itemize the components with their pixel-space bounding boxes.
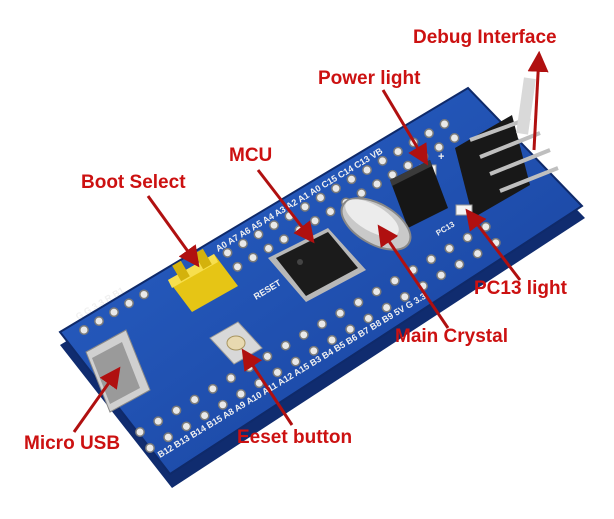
header-hole [362,165,372,175]
header-hole [371,286,382,297]
silk-plus: + [438,151,444,163]
header-hole [381,302,392,313]
header-hole [79,325,89,335]
header-hole [189,394,200,405]
callout-debug-interface: Debug Interface [413,27,557,48]
header-hole [181,421,192,432]
header-hole [199,410,210,421]
header-hole [331,183,341,194]
header-hole [253,229,264,240]
header-hole [327,335,337,345]
header-hole [300,201,310,212]
header-hole [163,432,174,443]
header-hole [269,220,279,231]
arrow-boot [146,195,200,268]
callout-micro-usb: Micro USB [24,433,121,454]
arrow-pc13 [465,208,522,281]
header-hole [424,128,434,139]
top-header-holes [207,119,460,281]
callout-pc13-light: PC13 light [474,278,567,299]
header-hole [272,367,283,378]
header-hole [222,247,233,258]
header-hole [298,329,309,340]
header-hole [124,298,134,309]
header-hole [363,313,374,324]
header-hole [426,254,437,265]
header-hole [377,155,388,166]
header-hole [139,289,149,300]
arrow-reset [241,348,294,426]
header-hole [393,146,403,157]
header-hole [217,399,228,410]
header-hole [345,324,356,335]
header-hole [263,243,274,254]
header-hole [472,248,483,259]
header-hole [317,319,327,329]
header-hole [346,174,357,185]
header-hole [310,215,320,226]
header-hole [449,133,460,143]
header-hole [439,119,450,129]
boot-jumpers [168,248,238,312]
header-hole [145,443,155,453]
header-hole [248,252,258,263]
header-hole [315,192,326,203]
header-hole [353,297,364,308]
header-hole [462,232,473,243]
header-hole [454,259,465,270]
debug-header [455,77,559,218]
arrow-mcu [256,169,315,244]
callout-reset-button: Eeset button [237,427,353,448]
header-hole [444,243,455,254]
header-hole [135,427,145,437]
header-hole [436,270,447,281]
arrow-power [381,89,429,166]
callout-main-crystal: Main Crystal [395,326,508,347]
header-hole [238,238,248,249]
header-hole [94,316,104,327]
header-hole [262,351,273,362]
header-hole [279,234,289,245]
callout-mcu: MCU [229,145,273,166]
arrow-debug [527,50,549,151]
left-header-holes [79,289,149,335]
mcu-chip [268,228,366,302]
header-hole [109,307,119,318]
callout-power-light: Power light [318,68,421,89]
header-hole [389,275,400,286]
callout-boot-select: Boot Select [81,172,186,193]
header-hole [325,206,336,217]
arrow-crystal [377,224,450,329]
header-hole [232,261,243,272]
header-hole [153,416,164,427]
header-hole [335,308,346,319]
header-hole [171,405,182,416]
header-hole [308,345,319,356]
arrow-usb [72,366,121,433]
header-hole [280,340,291,351]
header-hole [236,389,246,399]
header-hole [399,291,410,302]
voltage-regulator [390,160,448,228]
header-hole [403,160,413,171]
header-hole [207,383,218,394]
header-hole [226,373,236,383]
header-hole [434,142,444,153]
header-hole [290,356,301,367]
header-hole [372,179,382,189]
header-hole [356,188,367,199]
